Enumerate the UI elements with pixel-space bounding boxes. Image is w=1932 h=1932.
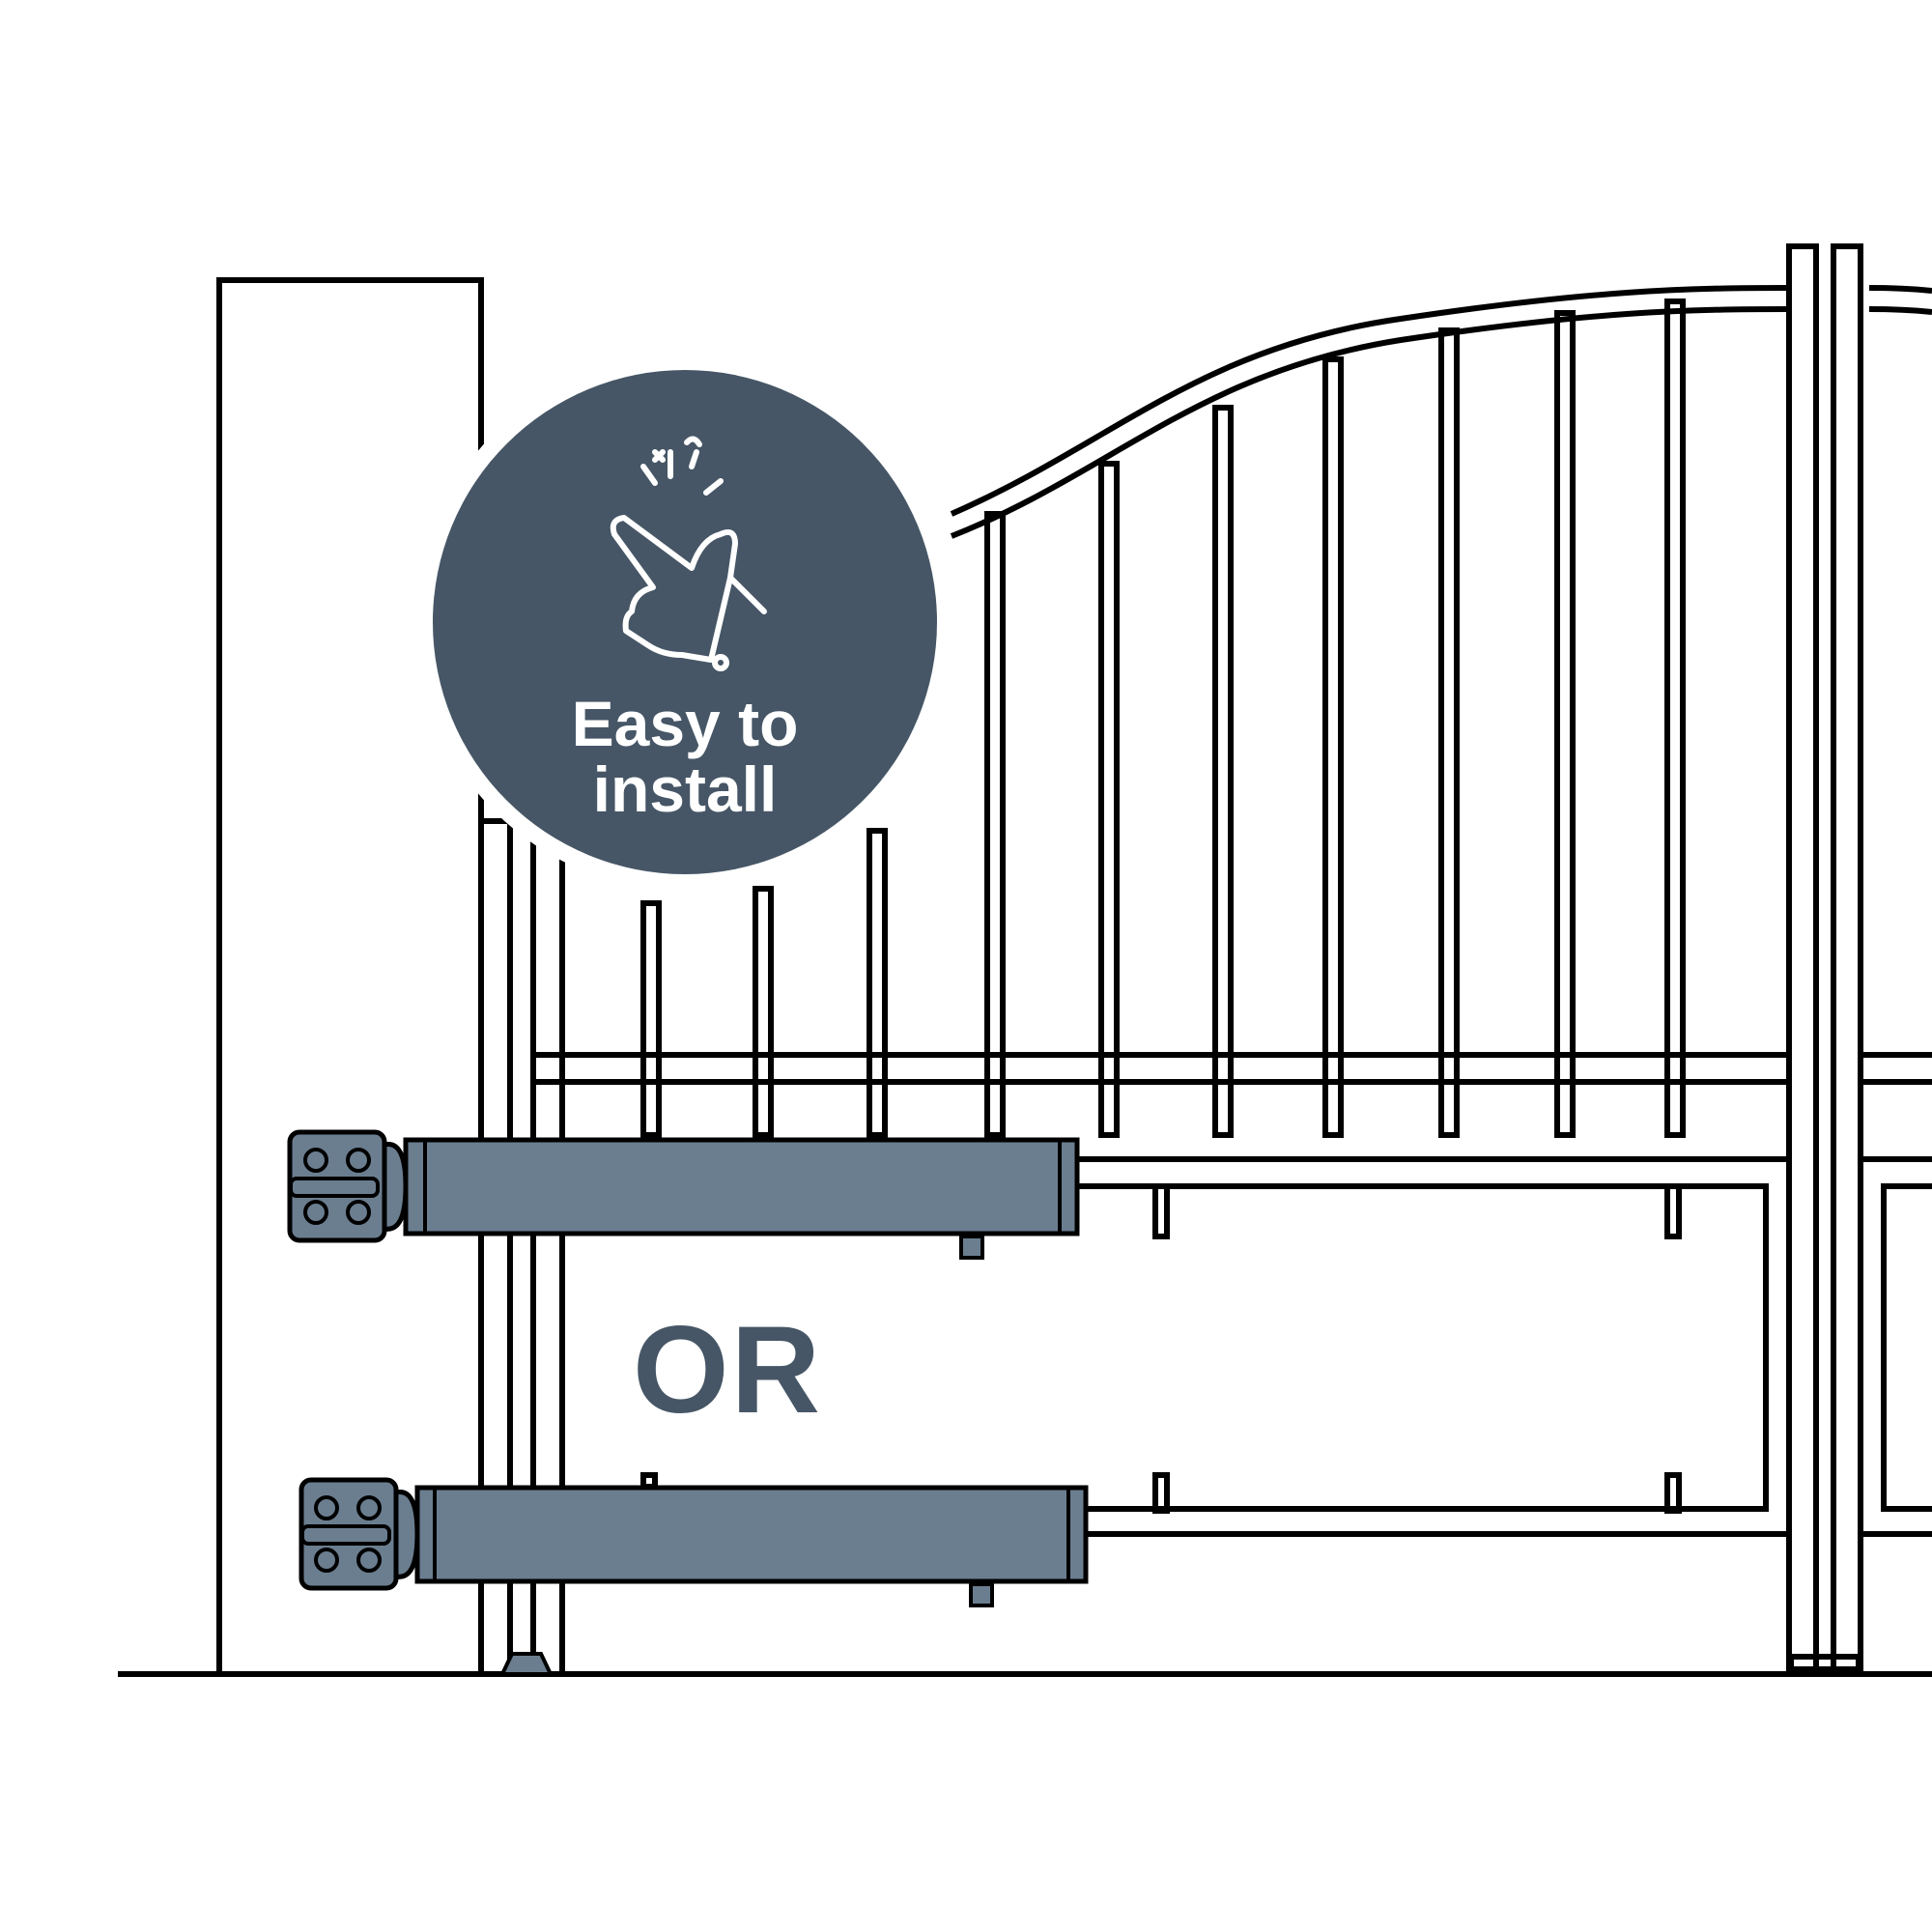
post-foot [498, 1652, 554, 1676]
gate-pickets [640, 298, 1686, 1138]
snap-finger-icon [610, 436, 767, 671]
badge-line-2: install [592, 753, 778, 825]
gate-arch [950, 285, 1932, 539]
badge-label: Easy to install [433, 691, 937, 822]
opener-arm-top [287, 1129, 1080, 1260]
opener-arm-bottom [298, 1477, 1089, 1607]
pillar [216, 277, 484, 1674]
gate-rails [536, 1052, 1932, 1537]
badge-line-1: Easy to [571, 688, 799, 759]
easy-install-badge: Easy to install [433, 370, 937, 874]
gate-center-post [1786, 243, 1863, 1672]
or-separator: OR [633, 1301, 822, 1439]
